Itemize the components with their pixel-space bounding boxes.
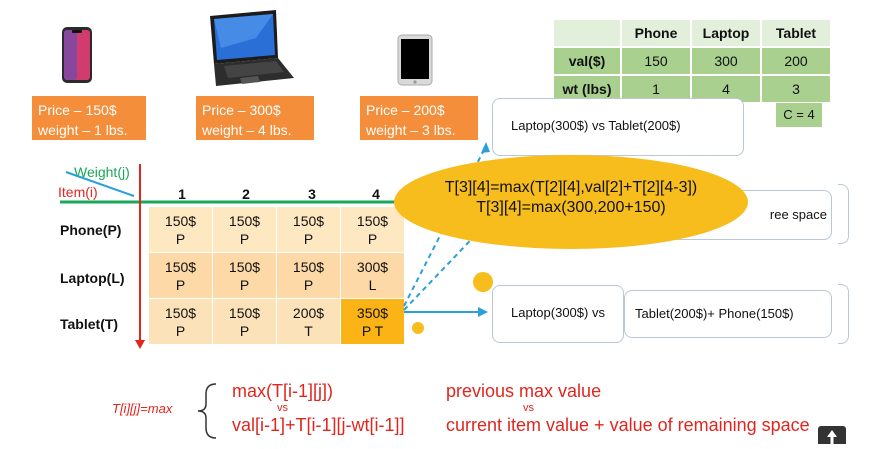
calculation-bubble: T[3][4]=max(T[2][4],val[2]+T[2][4-3]) T[… xyxy=(394,155,748,249)
row-label-laptop: Laptop(L) xyxy=(60,270,125,286)
compare-box-top: Laptop(300$) vs Tablet(200$) xyxy=(492,98,744,156)
column-header: 3 xyxy=(308,186,316,202)
row-label-phone: Phone(P) xyxy=(60,222,122,238)
laptop-price-box: Price – 300$ weight – 4 lbs. xyxy=(196,96,314,140)
arrow-up-icon xyxy=(827,430,837,444)
laptop-price: Price – 300$ xyxy=(202,102,281,118)
item-axis-label: Item(i) xyxy=(58,184,98,200)
dp-cell-highlight: 350$P T xyxy=(340,298,405,345)
compare-box-bottom-right: Tablet(200$)+ Phone(150$) xyxy=(624,290,832,338)
tablet-icon xyxy=(397,34,433,86)
summary-cell: 200 xyxy=(760,46,832,76)
dp-cell: 150$P xyxy=(212,298,277,345)
formula-vs-right: vs xyxy=(523,402,534,414)
phone-icon xyxy=(62,27,92,83)
weight-axis-label: Weight(j) xyxy=(74,164,130,180)
bracket-bottom xyxy=(838,284,849,344)
summary-header-laptop: Laptop xyxy=(690,18,762,48)
dp-cell: 300$L xyxy=(340,252,405,299)
dp-table: 150$P 150$P 150$P 150$P 150$P 150$P 150$… xyxy=(148,206,405,345)
tablet-price-box: Price – 200$ weight – 3 lbs. xyxy=(360,96,478,140)
formula-brace xyxy=(197,383,217,439)
compare-top-text: Laptop(300$) vs Tablet(200$) xyxy=(511,118,681,133)
formula-lhs: T[i][j]=max xyxy=(112,401,173,416)
summary-row-label: val($) xyxy=(552,46,622,76)
dp-cell: 150$P xyxy=(276,206,341,253)
summary-header-tablet: Tablet xyxy=(760,18,832,48)
scroll-up-button[interactable] xyxy=(818,426,846,444)
compare-bottom-left: Laptop(300$) vs xyxy=(511,305,605,320)
formula-vs-left: vs xyxy=(277,402,288,414)
formula-desc-1: previous max value xyxy=(446,381,602,401)
column-header: 2 xyxy=(242,186,250,202)
summary-cell: 3 xyxy=(760,74,832,104)
compare-middle-text: ree space xyxy=(769,207,827,222)
phone-price-box: Price – 150$ weight – 1 lbs. xyxy=(32,96,146,140)
summary-cell: 300 xyxy=(690,46,762,76)
compare-box-bottom: Laptop(300$) vs xyxy=(492,285,624,343)
dp-cell: 150$P xyxy=(212,206,277,253)
bubble-line-1: T[3][4]=max(T[2][4],val[2]+T[2][4-3]) xyxy=(444,179,698,196)
dp-cell: 150$P xyxy=(148,298,213,345)
dp-cell: 150$P xyxy=(148,252,213,299)
tablet-weight: weight – 3 lbs. xyxy=(366,122,456,138)
phone-weight: weight – 1 lbs. xyxy=(38,122,128,138)
formula-option-2: val[i-1]+T[i-1][j-wt[i-1]] xyxy=(232,415,405,435)
formula-option-1: max(T[i-1][j]) xyxy=(232,381,333,401)
laptop-weight: weight – 4 lbs. xyxy=(202,122,292,138)
summary-cell: 150 xyxy=(620,46,692,76)
compare-bottom-right: Tablet(200$)+ Phone(150$) xyxy=(635,306,794,321)
laptop-icon xyxy=(210,10,294,86)
dp-cell: 150$P xyxy=(340,206,405,253)
dp-cell: 150$P xyxy=(212,252,277,299)
formula-desc-2: current item value + value of remaining … xyxy=(446,415,810,435)
phone-price: Price – 150$ xyxy=(38,102,117,118)
bubble-line-2: T[3][4]=max(300,200+150) xyxy=(476,199,666,216)
summary-header-phone: Phone xyxy=(620,18,692,48)
capacity-badge: C = 4 xyxy=(776,103,822,127)
row-label-tablet: Tablet(T) xyxy=(60,316,119,332)
tablet-price: Price – 200$ xyxy=(366,102,445,118)
bracket-middle xyxy=(838,184,849,244)
dp-cell: 200$T xyxy=(276,298,341,345)
column-header: 4 xyxy=(372,186,380,202)
column-header: 1 xyxy=(178,186,186,202)
